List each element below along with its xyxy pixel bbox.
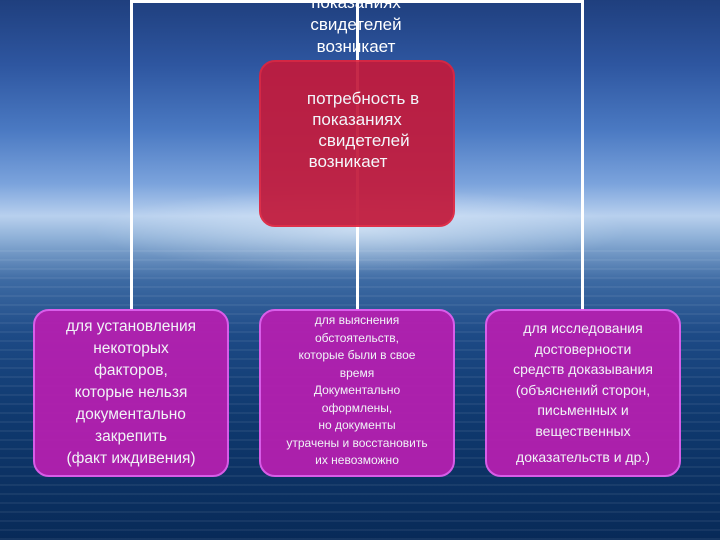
child-node-line: их невозможно (315, 453, 399, 467)
child-node-line: время (339, 365, 375, 380)
child-node-line: факторов, (94, 362, 168, 379)
child-node-line: оформлены, (321, 400, 393, 415)
child-node-line: средств доказывания (513, 361, 653, 378)
child-node-line: письменных и (537, 402, 629, 419)
child-node-line: обстоятельств, (314, 330, 400, 345)
top-partial-line: показаниях (311, 0, 401, 12)
root-node-line: показаниях (312, 110, 402, 129)
child-node-line: закрепить (95, 428, 167, 445)
child-node-line: для исследования (523, 320, 643, 337)
child-node-line: для установления (66, 318, 196, 335)
root-node-line: потребность в (306, 89, 420, 108)
child-node-line: но документы (318, 418, 396, 432)
root-node-line: возникает (308, 152, 388, 171)
child-node-line: которые нельзя (74, 384, 188, 401)
child-node-3: для исследования достоверности средств д… (485, 309, 681, 477)
child-node-line: достоверности (534, 340, 632, 357)
connector-left-vertical (130, 0, 133, 310)
child-node-line: документально (76, 406, 186, 423)
child-node-line: доказательств и др.) (516, 449, 650, 466)
top-partial-label: показаниях свидетелей возникает (258, 0, 454, 58)
child-node-line: утрачены и восстановить (286, 435, 428, 450)
child-node-1: для установления некоторых факторов, кот… (33, 309, 229, 477)
child-node-line: которые были в свое (298, 348, 416, 362)
child-node-line: для выяснения (314, 313, 400, 327)
child-node-line: Документально (313, 383, 401, 397)
child-node-line: некоторых (93, 340, 169, 357)
top-partial-line: возникает (316, 37, 396, 56)
child-node-line: вещественных (535, 422, 631, 439)
top-partial-line: свидетелей (310, 15, 402, 34)
root-node-line: свидетелей (318, 131, 410, 150)
child-node-line: (факт иждивения) (66, 450, 196, 467)
child-node-2: для выяснения обстоятельств, которые был… (259, 309, 455, 477)
root-node: потребность в показаниях свидетелей возн… (259, 60, 455, 227)
connector-right-vertical (581, 0, 584, 310)
child-node-line: (объяснений сторон, (515, 381, 651, 398)
